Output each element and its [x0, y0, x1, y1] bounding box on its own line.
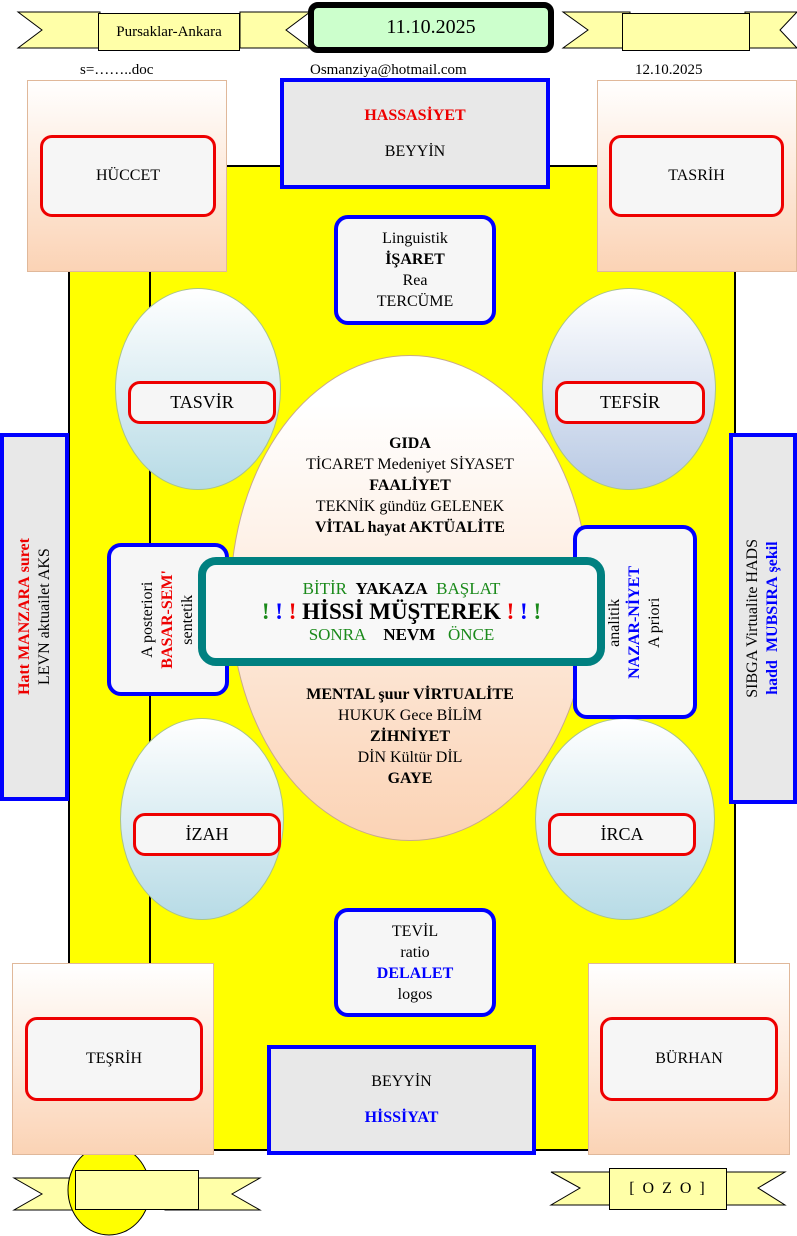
mubsira: MUBSIRA	[764, 576, 781, 653]
excl-mark: !	[506, 598, 515, 624]
linguistik: Linguistik	[382, 230, 448, 247]
baslat: BAŞLAT	[436, 578, 501, 598]
izah: İZAH	[185, 824, 229, 844]
irca-box: İRCA	[548, 813, 696, 856]
beyyin-top: BEYYİN	[384, 142, 446, 160]
tasvir-box: TASVİR	[128, 381, 276, 424]
core-row-2: ! ! ! HİSSİ MÜŞTEREK ! ! !	[262, 599, 541, 625]
left-side-line1: Hatt MANZARA suret	[15, 538, 35, 695]
excl-mark: !	[533, 598, 542, 624]
nazar-niyet: NAZAR-NİYET	[626, 565, 643, 679]
manzara: MANZARA	[15, 576, 33, 661]
linguistik-box: Linguistik İŞARET Rea TERCÜME	[334, 215, 496, 325]
email: Osmanziya@hotmail.com	[310, 62, 467, 78]
center-top-text: GIDA TİCARET Medeniyet SİYASET FAALİYET …	[250, 433, 570, 538]
sonra: SONRA	[308, 624, 367, 644]
gida: GIDA	[389, 435, 431, 452]
tefsir-box: TEFSİR	[555, 381, 705, 424]
excl-mark: !	[288, 598, 297, 624]
analitik: analitik	[606, 598, 623, 646]
ticaret-line: TİCARET Medeniyet SİYASET	[306, 456, 514, 473]
a-posteriori: A posteriori	[139, 581, 156, 658]
date2: 12.10.2025	[635, 62, 703, 78]
delalet: DELALET	[376, 964, 454, 982]
right-side-line2: hadd MUBSIRA şekil	[763, 542, 783, 695]
right-side-text: SIBGA Virtualite HADS hadd MUBSIRA şekil	[743, 539, 783, 698]
excl-mark: !	[261, 598, 270, 624]
hatt: Hatt	[15, 664, 33, 696]
yakaza: YAKAZA	[355, 578, 428, 598]
left-side-box: Hatt MANZARA suret LEVN aktuailet AKS	[0, 433, 69, 801]
basar-sem-text: A posteriori BASAR-SEM' sentetik	[138, 570, 198, 669]
hüccet-text: HÜCCET	[96, 167, 160, 184]
core-row-1: BİTİR YAKAZA BAŞLAT	[303, 579, 501, 599]
teşrih-text: TEŞRİH	[86, 1050, 142, 1067]
left-side-text: Hatt MANZARA suret LEVN aktuailet AKS	[15, 538, 55, 695]
beyyin-bottom: BEYYİN	[371, 1073, 432, 1090]
rea: Rea	[402, 272, 428, 289]
date-box: 11.10.2025	[308, 2, 554, 53]
footer-left-banner	[75, 1170, 199, 1210]
izah-box: İZAH	[133, 813, 281, 856]
tevil: TEVİL	[391, 922, 439, 940]
right-side-line1: SIBGA Virtualite HADS	[744, 539, 761, 698]
tercume: TERCÜME	[376, 293, 454, 310]
core-box: BİTİR YAKAZA BAŞLAT ! ! ! HİSSİ MÜŞTEREK…	[198, 557, 605, 666]
gaye: GAYE	[387, 770, 433, 787]
din-line: DİN Kültür DİL	[357, 749, 463, 766]
hadd: hadd	[764, 660, 781, 696]
sentetik: sentetik	[179, 594, 196, 645]
excl-mark: !	[520, 598, 528, 624]
tasrih-text: TASRİH	[668, 167, 725, 184]
tevil-box: TEVİL ratio DELALET logos	[334, 908, 496, 1017]
right-banner	[622, 13, 750, 51]
excl-mark: !	[275, 598, 283, 624]
bitir: BİTİR	[302, 578, 348, 598]
location-text: Pursaklar-Ankara	[116, 23, 222, 40]
once: ÖNCE	[448, 624, 495, 644]
right-side-box: SIBGA Virtualite HADS hadd MUBSIRA şekil	[729, 433, 797, 804]
top-center-box: HASSASİYET BEYYİN	[280, 78, 550, 189]
location-banner: Pursaklar-Ankara	[98, 13, 240, 51]
hukuk-line: HUKUK Gece BİLİM	[338, 707, 482, 724]
nazar-niyet-text: analitik NAZAR-NİYET A priori	[605, 566, 665, 679]
zihniyet: ZİHNİYET	[369, 728, 451, 745]
ratio: ratio	[400, 943, 430, 961]
suret: suret	[15, 538, 33, 573]
nevm: NEVM	[383, 624, 436, 644]
teknik-line: TEKNİK gündüz GELENEK	[315, 498, 505, 515]
center-bottom-text: MENTAL şuur VİRTUALİTE HUKUK Gece BİLİM …	[250, 684, 570, 789]
ozo-text: [ O Z O ]	[629, 1180, 707, 1197]
bottom-center-box: BEYYİN HİSSİYAT	[267, 1045, 536, 1155]
hissiyat: HİSSİYAT	[364, 1109, 439, 1126]
logos: logos	[397, 985, 433, 1003]
hassasiyet: HASSASİYET	[364, 106, 466, 124]
hissi-musterek: HİSSİ MÜŞTEREK	[302, 598, 501, 624]
left-side-line2: LEVN aktuailet AKS	[35, 548, 53, 686]
box-hüccet: HÜCCET	[40, 135, 216, 217]
sekil: şekil	[764, 541, 781, 573]
faaliyet: FAALİYET	[369, 477, 451, 494]
a-priori: A priori	[646, 596, 663, 648]
tasvir: TASVİR	[170, 392, 234, 412]
tefsir: TEFSİR	[599, 392, 660, 412]
isaret: İŞARET	[385, 251, 445, 268]
box-teşrih: TEŞRİH	[25, 1017, 203, 1101]
bürhan-text: BÜRHAN	[655, 1050, 723, 1067]
box-bürhan: BÜRHAN	[600, 1017, 778, 1101]
basar-sem: BASAR-SEM'	[159, 570, 176, 669]
footer-right-banner: [ O Z O ]	[609, 1168, 727, 1210]
irca: İRCA	[600, 824, 644, 844]
box-tasrih: TASRİH	[609, 135, 784, 217]
vital-line: VİTAL hayat AKTÜALİTE	[315, 519, 505, 536]
date-text: 11.10.2025	[386, 16, 476, 38]
file-name: s=……..doc	[80, 62, 154, 78]
core-row-3: SONRA NEVM ÖNCE	[309, 625, 495, 645]
mental-line: MENTAL şuur VİRTUALİTE	[306, 686, 514, 703]
